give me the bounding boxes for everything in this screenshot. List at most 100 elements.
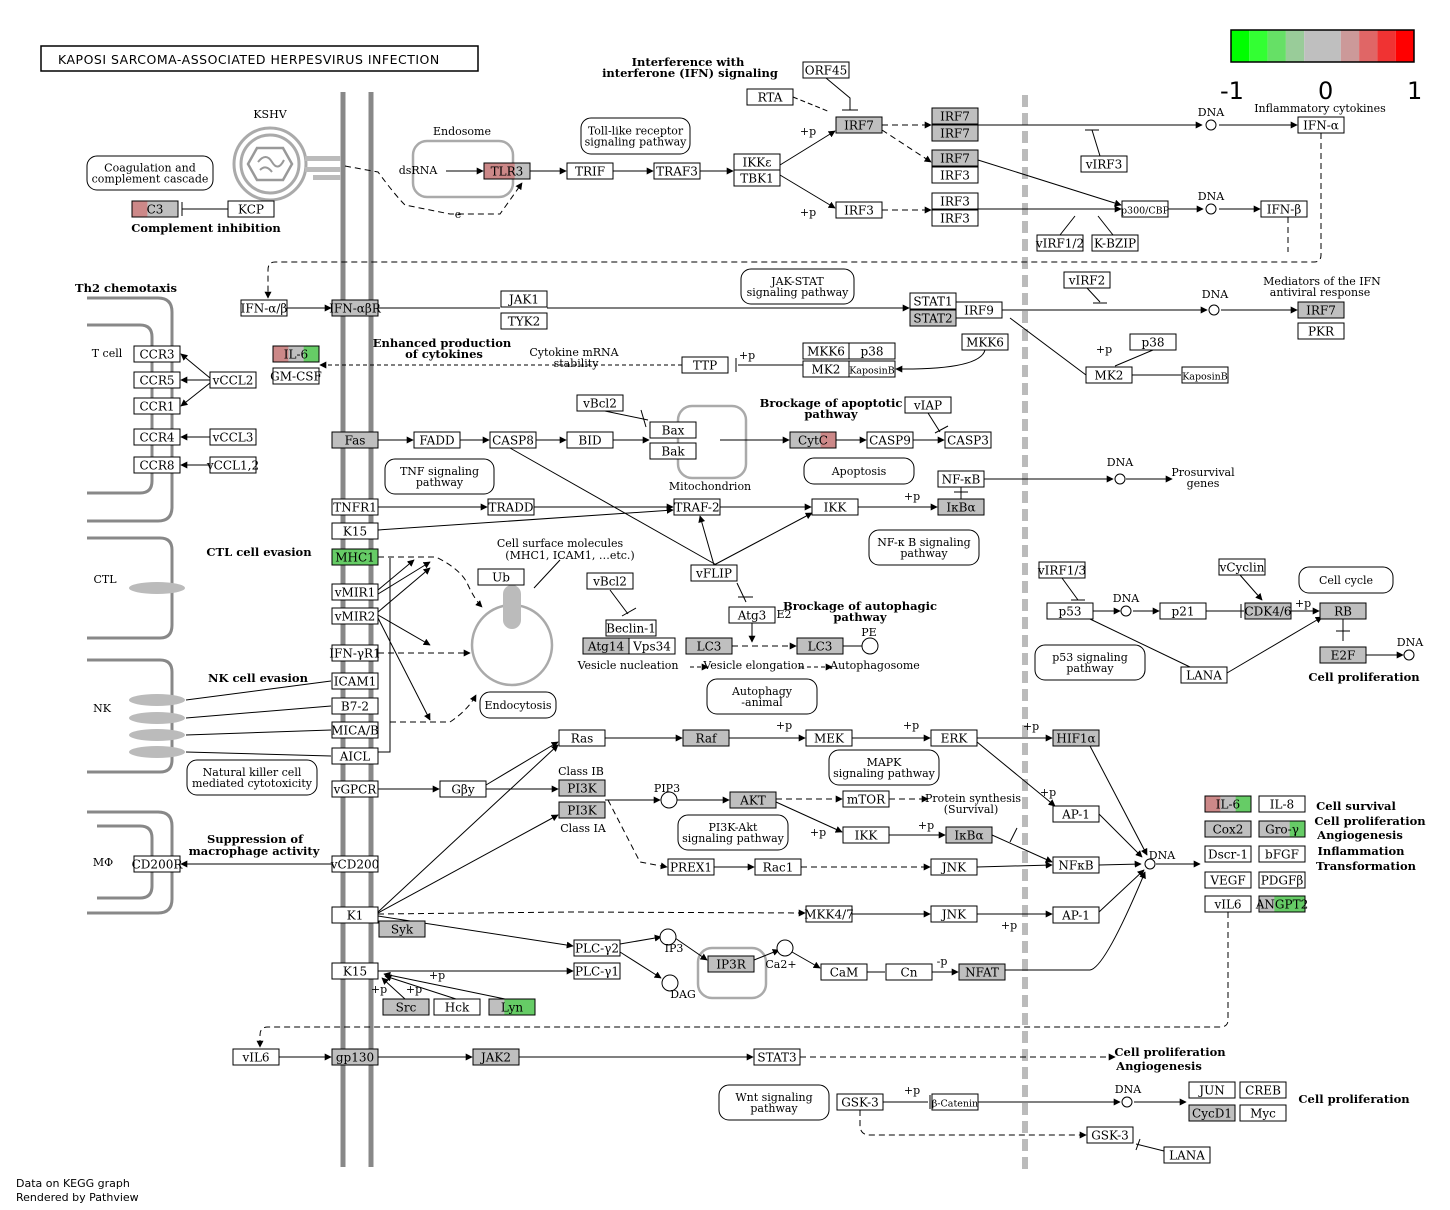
gene-node-ip3r[interactable]: IP3R: [707, 955, 755, 973]
gene-node-virf12[interactable]: vIRF1/2: [1035, 234, 1084, 252]
gene-node-tnfr1[interactable]: TNFR1: [331, 498, 379, 516]
gene-node-lanab[interactable]: LANA: [1163, 1146, 1211, 1164]
gene-node-rac1[interactable]: Rac1: [754, 858, 802, 876]
gene-node-virf13[interactable]: vIRF1/3: [1037, 561, 1086, 579]
gene-node-tbk1[interactable]: TBK1: [733, 169, 781, 187]
gene-node-orf45[interactable]: ORF45: [802, 61, 850, 79]
gene-node-atg3[interactable]: Atg3: [728, 606, 776, 624]
gene-node-ikbab[interactable]: IκBα: [945, 826, 993, 844]
gene-node-vgpcr[interactable]: vGPCR: [331, 780, 379, 798]
gene-node-ttp[interactable]: TTP: [681, 356, 729, 374]
gene-node-nfat[interactable]: NFAT: [958, 963, 1006, 981]
gene-node-mek[interactable]: MEK: [805, 729, 853, 747]
gene-node-gsk3b[interactable]: GSK-3: [1086, 1126, 1134, 1144]
gene-node-mtor[interactable]: mTOR: [842, 790, 890, 808]
gene-node-ifna[interactable]: IFN-α: [1297, 116, 1345, 134]
gene-node-aicl[interactable]: AICL: [331, 747, 379, 765]
gene-node-mk2a[interactable]: MK2: [802, 360, 850, 378]
gene-node-nfkbb[interactable]: NFκB: [1052, 856, 1100, 874]
gene-node-b72[interactable]: B7-2: [331, 697, 379, 715]
gene-node-akt[interactable]: AKT: [729, 791, 777, 809]
gene-node-cam[interactable]: CaM: [820, 963, 868, 981]
gene-node-virf3[interactable]: vIRF3: [1080, 155, 1128, 173]
gene-node-traf3[interactable]: TRAF3: [653, 162, 701, 180]
gene-node-k15b[interactable]: K15: [331, 962, 379, 980]
gene-node-bax[interactable]: Bax: [649, 421, 697, 439]
gene-node-vccl2[interactable]: vCCL2: [209, 371, 257, 389]
gene-node-myc[interactable]: Myc: [1239, 1104, 1287, 1122]
gene-node-vcyclin[interactable]: vCyclin: [1218, 558, 1266, 576]
gene-node-mk2b[interactable]: MK2: [1085, 366, 1133, 384]
gene-node-vil6b[interactable]: vIL6: [1204, 895, 1252, 913]
gene-node-gp130[interactable]: gp130: [331, 1048, 379, 1066]
gene-node-vccl3[interactable]: vCCL3: [209, 428, 257, 446]
gene-node-atg14[interactable]: Atg14: [582, 637, 630, 655]
gene-node-cn[interactable]: Cn: [885, 963, 933, 981]
gene-node-irf3d[interactable]: IRF3: [931, 209, 979, 227]
gene-node-ikkb[interactable]: IKK: [842, 826, 890, 844]
gene-node-ikka[interactable]: IKK: [811, 498, 859, 516]
gene-node-rb[interactable]: RB: [1319, 602, 1367, 620]
gene-node-ccr4[interactable]: CCR4: [133, 428, 181, 446]
gene-node-irf7d[interactable]: IRF7: [931, 149, 979, 167]
gene-node-irf7e[interactable]: IRF7: [1297, 301, 1345, 319]
gene-node-plcy2[interactable]: PLC-γ2: [573, 939, 621, 957]
gene-node-ikba[interactable]: IκBα: [937, 498, 985, 516]
gene-node-plcy1[interactable]: PLC-γ1: [573, 962, 621, 980]
gene-node-trif[interactable]: TRIF: [566, 162, 614, 180]
gene-node-ifnyr1[interactable]: IFN-γR1: [329, 644, 381, 662]
gene-node-irf9[interactable]: IRF9: [955, 301, 1003, 319]
gene-node-ifnabr[interactable]: IFN-αβR: [329, 299, 382, 317]
gene-node-e2f[interactable]: E2F: [1319, 646, 1367, 664]
gene-node-gmcsf[interactable]: GM-CSF: [270, 367, 322, 385]
gene-node-ikke[interactable]: IKKε: [733, 153, 781, 171]
gene-node-hif1a[interactable]: HIF1α: [1052, 729, 1100, 747]
gene-node-tlr3[interactable]: TLR3: [483, 162, 531, 180]
gene-node-erk[interactable]: ERK: [930, 729, 978, 747]
gene-node-dscr1[interactable]: Dscr-1: [1204, 845, 1252, 863]
gene-node-k1[interactable]: K1: [331, 906, 379, 924]
gene-node-syk[interactable]: Syk: [378, 920, 426, 938]
gene-node-stat1[interactable]: STAT1: [909, 292, 957, 310]
gene-node-hck[interactable]: Hck: [433, 998, 481, 1016]
gene-node-ap1b[interactable]: AP-1: [1052, 906, 1100, 924]
gene-node-irf7a[interactable]: IRF7: [835, 116, 883, 134]
gene-node-jun[interactable]: JUN: [1188, 1081, 1236, 1099]
gene-node-lyn[interactable]: Lyn: [488, 998, 536, 1016]
gene-node-pkr[interactable]: PKR: [1297, 322, 1345, 340]
gene-node-vbcl2b[interactable]: vBcl2: [586, 572, 634, 590]
gene-node-cox2[interactable]: Cox2: [1204, 820, 1252, 838]
gene-node-il6b[interactable]: IL-6: [1204, 795, 1252, 813]
gene-node-gby[interactable]: Gβy: [439, 780, 487, 798]
gene-node-cd200r[interactable]: CD200R: [132, 855, 184, 873]
gene-node-vegf[interactable]: VEGF: [1204, 871, 1252, 889]
gene-node-gsk3a[interactable]: GSK-3: [836, 1093, 884, 1111]
pathway-ref-box[interactable]: Autophagy-animal: [706, 678, 818, 715]
gene-node-pdgfb[interactable]: PDGFβ: [1258, 871, 1306, 889]
gene-node-il6a[interactable]: IL-6: [272, 345, 320, 363]
gene-node-ccr8[interactable]: CCR8: [133, 456, 181, 474]
gene-node-rta[interactable]: RTA: [746, 88, 794, 106]
gene-node-angpt2[interactable]: ANGPT2: [1255, 895, 1308, 913]
gene-node-irf3c[interactable]: IRF3: [931, 192, 979, 210]
gene-node-jnka[interactable]: JNK: [930, 858, 978, 876]
gene-node-vil6a[interactable]: vIL6: [232, 1048, 280, 1066]
gene-node-fadd[interactable]: FADD: [413, 431, 461, 449]
gene-node-jak2[interactable]: JAK2: [472, 1048, 520, 1066]
gene-node-groy[interactable]: Gro-γ: [1258, 820, 1306, 838]
gene-node-lanaa[interactable]: LANA: [1180, 666, 1228, 684]
gene-node-pi3k2[interactable]: PI3K: [558, 801, 606, 819]
gene-node-vbcl2a[interactable]: vBcl2: [576, 394, 624, 412]
gene-node-stat2[interactable]: STAT2: [909, 309, 957, 327]
gene-node-bid[interactable]: BID: [566, 431, 614, 449]
gene-node-irf7c[interactable]: IRF7: [931, 124, 979, 142]
gene-node-k15a[interactable]: K15: [331, 522, 379, 540]
gene-node-viap[interactable]: vIAP: [904, 396, 952, 414]
